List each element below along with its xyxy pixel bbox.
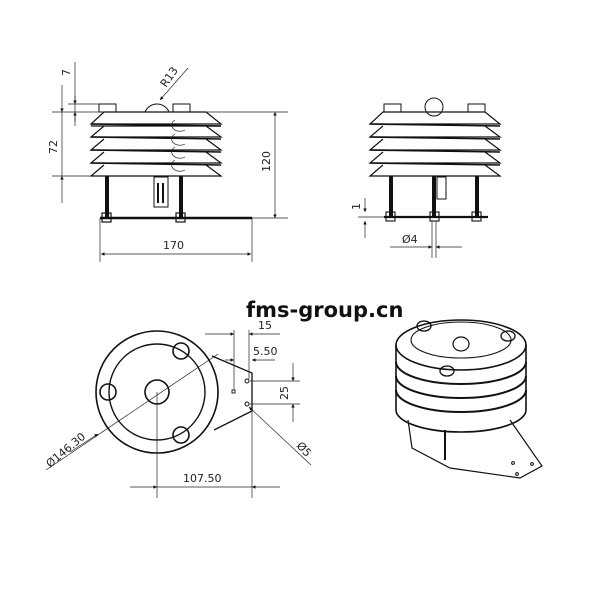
dim-plate-thickness: 1 [350,203,363,210]
dim-hole-diameter: Ø5 [294,439,314,459]
isometric-view [395,319,543,479]
dim-offset-a: 15 [258,319,272,332]
dim-top-gap: 7 [60,69,73,76]
dim-dome-radius: R13 [158,65,181,90]
dim-base-width: 170 [163,239,184,252]
dim-total-height: 120 [260,151,273,172]
louver-stack [89,111,223,177]
top-view: Ø146.30 107.50 15 5.50 25 Ø5 [44,319,314,498]
front-view: 7 72 R13 120 170 [47,62,288,262]
dim-center-to-bracket: 107.50 [183,472,222,485]
dim-outer-diameter: Ø146.30 [44,430,88,470]
side-view: 1 Ø4 [350,97,502,258]
dim-offset-b: 5.50 [253,345,278,358]
watermark: fms-group.cn [246,298,403,322]
dim-louver-height: 72 [47,140,60,154]
dim-rod-diameter: Ø4 [402,233,418,246]
dim-hole-spacing: 25 [278,386,291,400]
